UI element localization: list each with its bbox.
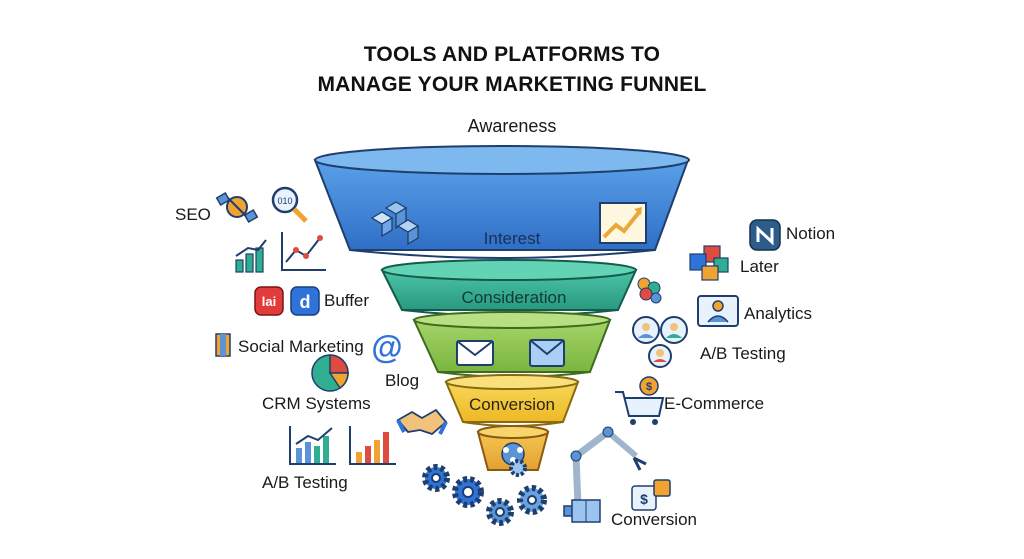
stage-conversion-label: Conversion — [469, 395, 555, 414]
funnel-tier-engagement — [412, 311, 612, 378]
buffer-app-icon: d — [290, 286, 320, 316]
stage-interest-label: Interest — [484, 229, 541, 248]
line-chart-icon — [281, 232, 326, 271]
svg-text:$: $ — [640, 491, 648, 507]
bookmark-icon — [215, 333, 231, 357]
funnel-tier-consideration — [380, 259, 638, 317]
money-icon: $ — [631, 479, 671, 511]
svg-text:d: d — [300, 292, 311, 312]
email-icon — [456, 340, 494, 366]
at-sign-icon: @ — [371, 329, 402, 365]
ab-bar-chart-icon — [289, 426, 336, 465]
later-icon — [689, 245, 729, 281]
colorful-cluster-icon — [637, 277, 662, 304]
cart-icon: $ — [615, 376, 665, 425]
funnel-tier-interest — [313, 145, 690, 259]
lai-app-icon: lai — [254, 286, 284, 316]
growth-bars-icon — [349, 426, 396, 465]
label-ab-testing-right: A/B Testing — [700, 344, 786, 363]
label-notion: Notion — [786, 224, 836, 243]
title-line-2: MANAGE YOUR MARKETING FUNNEL — [317, 73, 707, 96]
label-ab-testing-left: A/B Testing — [262, 473, 348, 492]
label-crm-systems: CRM Systems — [262, 394, 371, 413]
users-icon — [632, 316, 688, 368]
gears-icon — [422, 459, 547, 526]
funnel-tier-conversion — [444, 374, 580, 427]
label-blog: Blog — [385, 371, 420, 390]
title-line-1: TOOLS AND PLATFORMS TO — [363, 43, 661, 66]
handshake-icon — [396, 408, 448, 436]
label-social-marketing: Social Marketing — [238, 337, 364, 356]
label-analytics: Analytics — [744, 304, 813, 323]
box-icon — [571, 499, 601, 523]
satellite-icon — [215, 192, 259, 223]
funnel-tier-bottom — [476, 425, 550, 471]
cubes-icon — [370, 201, 420, 246]
label-buffer: Buffer — [324, 291, 370, 310]
svg-text:010: 010 — [277, 196, 292, 206]
magnifier-icon: 010 — [271, 186, 308, 223]
bar-chart-icon — [235, 239, 267, 273]
pie-chart-icon — [311, 354, 349, 392]
stage-awareness-label: Awareness — [467, 116, 557, 136]
analytics-icon — [697, 295, 739, 327]
svg-text:@: @ — [371, 329, 402, 365]
network-icon — [501, 442, 525, 466]
label-conversion-right: Conversion — [611, 510, 697, 529]
growth-chart-icon — [599, 202, 647, 244]
notion-icon — [749, 219, 781, 251]
svg-text:lai: lai — [262, 294, 276, 309]
label-seo: SEO — [175, 205, 211, 224]
label-ecommerce: E-Commerce — [664, 394, 765, 413]
page-title: TOOLS AND PLATFORMS TO MANAGE YOUR MARKE… — [0, 40, 1024, 100]
email-open-icon — [529, 339, 565, 367]
svg-text:$: $ — [646, 381, 652, 393]
label-later: Later — [740, 257, 779, 276]
stage-consideration-label: Consideration — [462, 288, 567, 307]
